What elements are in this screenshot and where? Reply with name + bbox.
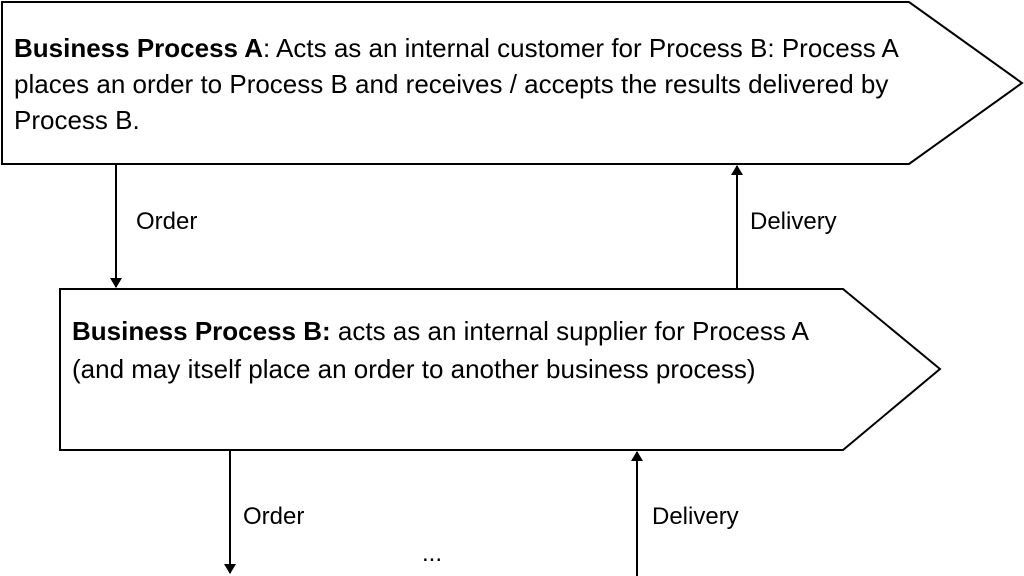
delivery-label-2: Delivery	[652, 503, 739, 530]
order-label-2: Order	[243, 503, 305, 530]
delivery-label-1: Delivery	[750, 208, 837, 235]
order-label-1: Order	[136, 208, 198, 235]
process-a-description: : Acts as an internal customer for Proce…	[14, 33, 898, 135]
process-b-text: Business Process B: acts as an internal …	[72, 312, 832, 388]
ellipsis-label: ...	[422, 540, 443, 567]
process-b-description: acts as an internal supplier for Process…	[72, 316, 808, 384]
process-b-title: Business Process B:	[72, 316, 331, 346]
process-a-shape	[1, 1, 1024, 165]
process-a-title: Business Process A	[14, 33, 264, 63]
process-b-shape	[59, 288, 942, 451]
process-a-text: Business Process A: Acts as an internal …	[14, 30, 964, 138]
